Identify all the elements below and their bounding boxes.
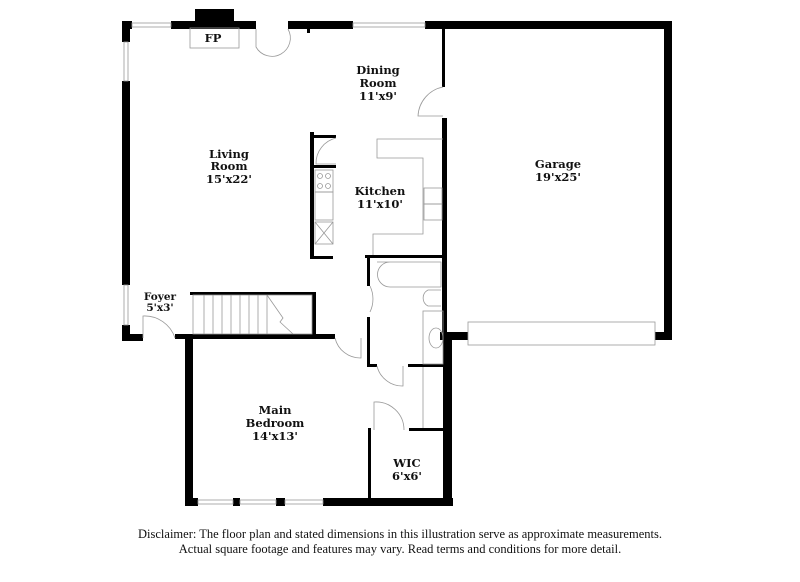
dining-room-name: Room [359, 76, 396, 90]
garage-name: Garage [535, 157, 581, 171]
living-room-name: Living [209, 147, 249, 161]
room-labels: FP Dining Room 11'x9' Living Room 15'x22… [144, 31, 581, 483]
stove-icon [314, 169, 334, 193]
dining-room-name: Dining [356, 63, 399, 77]
disclaimer-line-1: Disclaimer: The floor plan and stated di… [138, 527, 662, 541]
walls [122, 9, 672, 506]
toilet [422, 289, 441, 307]
kitchen-counter [372, 138, 443, 255]
windows [123, 22, 426, 505]
disclaimer-line-2: Actual square footage and features may v… [178, 542, 622, 556]
fridge [314, 191, 334, 221]
fireplace-label: FP [205, 31, 222, 45]
sink [423, 187, 443, 205]
living-room-name: Room [210, 159, 247, 173]
garage-door [467, 321, 656, 346]
dishwasher [314, 221, 334, 245]
dining-room-size: 11'x9' [359, 89, 397, 103]
bedroom-name: Main [259, 403, 293, 417]
wic-name: WIC [392, 456, 420, 470]
staircase [192, 294, 313, 335]
bathtub [377, 261, 442, 288]
fireplace-hearth [189, 27, 240, 49]
kitchen-size: 11'x10' [357, 197, 403, 211]
bath-sink [428, 327, 444, 349]
kitchen-name: Kitchen [355, 184, 406, 198]
foyer-name: Foyer [144, 291, 177, 303]
bedroom-name: Bedroom [246, 416, 305, 430]
living-room-size: 15'x22' [206, 172, 252, 186]
garage-size: 19'x25' [535, 170, 581, 184]
doors [142, 28, 444, 431]
wic-size: 6'x6' [392, 469, 422, 483]
bedroom-size: 14'x13' [252, 429, 298, 443]
foyer-size: 5'x3' [146, 302, 173, 314]
fixtures [189, 27, 444, 428]
